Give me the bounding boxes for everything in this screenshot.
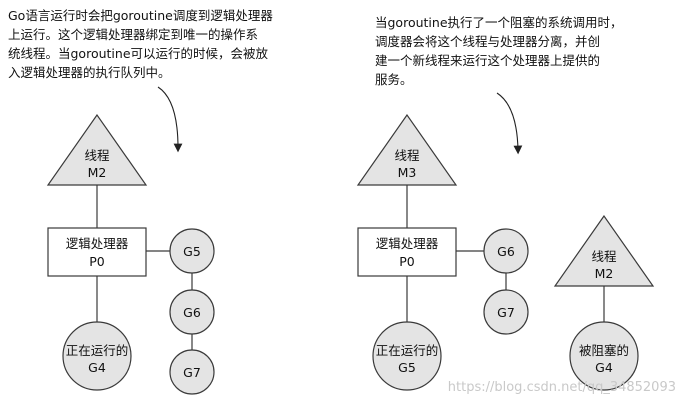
right-annotation-line: 服务。 — [375, 72, 413, 87]
thread-label: 线程 — [84, 148, 110, 163]
running-goroutine-circle — [62, 321, 132, 391]
processor-label: 逻辑处理器 — [66, 236, 129, 251]
blocked-goroutine-label: 被阻塞的 — [579, 343, 629, 358]
queued-goroutine-circle — [169, 349, 215, 395]
thread-id: M3 — [398, 165, 417, 180]
running-goroutine-label: 正在运行的 — [66, 343, 129, 358]
queued-goroutine-id: G7 — [183, 365, 201, 380]
right-panel: 当goroutine执行了一个阻塞的系统调用时， 调度器会将这个线程与处理器分离… — [356, 15, 655, 391]
right-annotation: 当goroutine执行了一个阻塞的系统调用时， 调度器会将这个线程与处理器分离… — [375, 15, 627, 87]
logical-processor-box — [357, 227, 457, 277]
left-annotation: Go语言运行时会把goroutine调度到逻辑处理器 上运行。这个逻辑处理器绑定… — [8, 8, 277, 80]
running-goroutine-circle — [372, 321, 442, 391]
queued-goroutine-id: G7 — [497, 305, 515, 320]
queued-goroutine-circle — [169, 228, 215, 274]
logical-processor-box — [47, 227, 147, 277]
right-annotation-arrow — [496, 92, 523, 155]
left-annotation-line: 上运行。这个逻辑处理器绑定到唯一的操作系 — [8, 27, 258, 42]
queued-goroutine-circle — [483, 228, 529, 274]
thread-label: 线程 — [394, 148, 420, 163]
right-annotation-line: 建一个新线程来运行这个处理器上提供的 — [375, 53, 600, 68]
left-annotation-line: Go语言运行时会把goroutine调度到逻辑处理器 — [8, 8, 273, 23]
blocked-goroutine-id: G4 — [595, 360, 613, 375]
watermark: https://blog.csdn.net/qq_34852093 — [448, 380, 676, 395]
queued-goroutine-id: G6 — [497, 244, 515, 259]
right-annotation-line: 调度器会将这个线程与处理器分离，并创 — [375, 34, 600, 49]
left-annotation-line: 统线程。当goroutine可以运行的时候，会被放 — [8, 46, 269, 61]
left-annotation-arrow — [157, 86, 183, 153]
running-goroutine-id: G5 — [398, 360, 416, 375]
left-panel: Go语言运行时会把goroutine调度到逻辑处理器 上运行。这个逻辑处理器绑定… — [8, 8, 277, 395]
queued-goroutine-id: G5 — [183, 244, 201, 259]
thread-triangle — [46, 113, 148, 186]
blocked-thread-triangle — [553, 214, 655, 287]
processor-label: 逻辑处理器 — [376, 236, 439, 251]
blocked-thread-label: 线程 — [591, 249, 617, 264]
queued-goroutine-circle — [169, 289, 215, 335]
blocked-goroutine-circle — [569, 321, 639, 391]
processor-id: P0 — [399, 254, 415, 269]
right-annotation-line: 当goroutine执行了一个阻塞的系统调用时， — [375, 15, 623, 30]
thread-id: M2 — [88, 165, 107, 180]
running-goroutine-label: 正在运行的 — [376, 343, 439, 358]
running-goroutine-id: G4 — [88, 360, 106, 375]
processor-id: P0 — [89, 254, 105, 269]
thread-triangle — [356, 113, 458, 186]
left-annotation-line: 入逻辑处理器的执行队列中。 — [8, 65, 171, 80]
blocked-thread-id: M2 — [595, 266, 614, 281]
queued-goroutine-id: G6 — [183, 305, 201, 320]
queued-goroutine-circle — [483, 289, 529, 335]
